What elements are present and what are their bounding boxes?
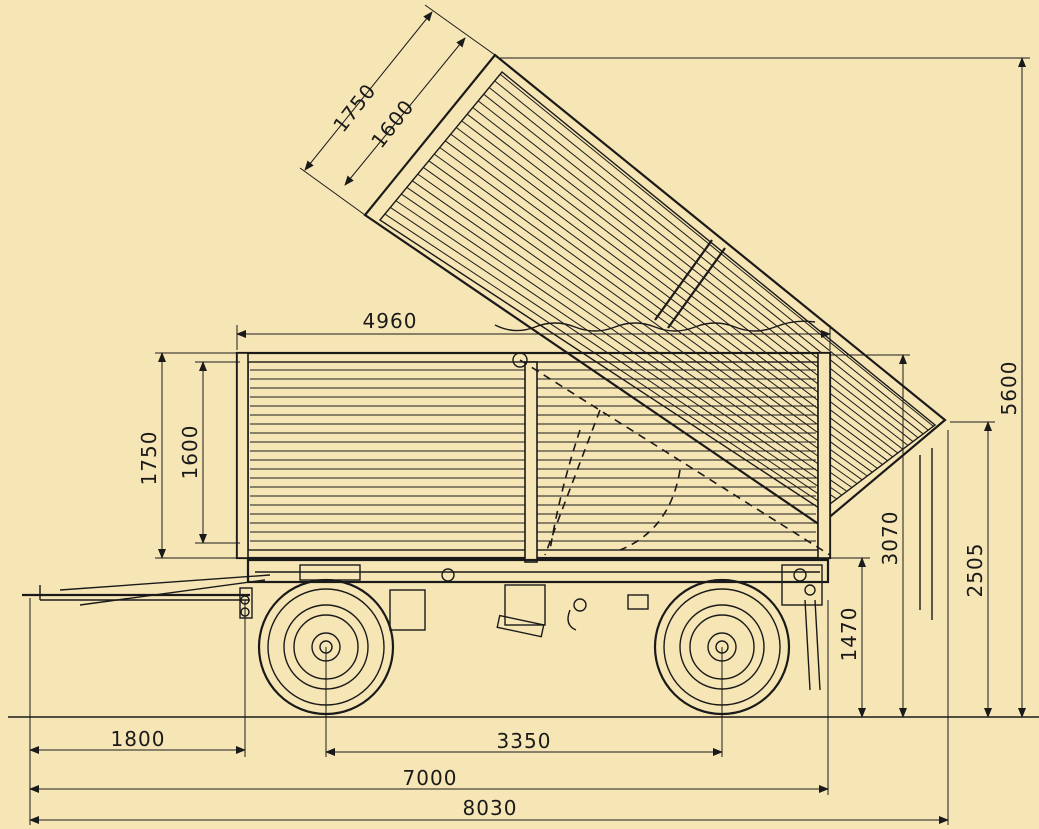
dim-drawbar-length: 1800 bbox=[111, 727, 166, 751]
trailer-body bbox=[235, 351, 832, 563]
dim-overall-length: 8030 bbox=[463, 796, 518, 820]
dim-body-length: 4960 bbox=[363, 309, 418, 333]
dimension-lines bbox=[29, 4, 1030, 825]
dim-side-inner: 1600 bbox=[178, 425, 202, 480]
tipped-side-panel bbox=[363, 53, 947, 620]
dim-pivot-height: 3070 bbox=[878, 511, 902, 566]
dim-side-outer: 1750 bbox=[137, 431, 161, 486]
dim-wheelbase: 3350 bbox=[497, 729, 552, 753]
dim-overall-tipped-height: 5600 bbox=[997, 361, 1021, 416]
dim-rear-height: 2505 bbox=[963, 543, 987, 598]
dim-platform-height: 1470 bbox=[837, 607, 861, 662]
chassis bbox=[22, 558, 830, 691]
dim-body-overall-length: 7000 bbox=[403, 766, 458, 790]
dim-tipped-side-inner: 1600 bbox=[366, 95, 419, 153]
